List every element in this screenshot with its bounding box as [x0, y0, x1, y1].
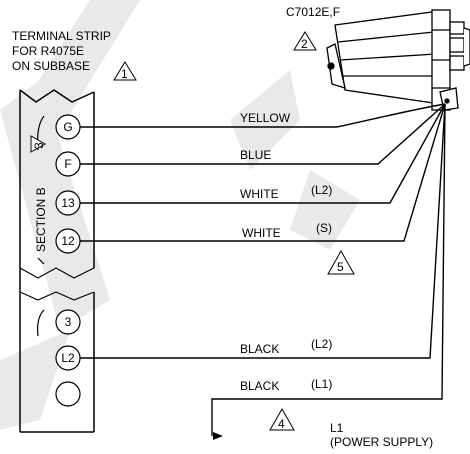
wire-blue-label: BLUE — [240, 148, 271, 162]
watermark — [0, 0, 360, 430]
wire-white-s — [80, 103, 446, 242]
note-4-triangle: 4 — [269, 407, 295, 431]
note-2-triangle: 2 — [293, 31, 317, 51]
note-1-triangle: 1 — [113, 61, 137, 81]
note-3-triangle: 3 — [30, 135, 47, 153]
svg-text:SECTION B: SECTION B — [34, 187, 48, 252]
wire-yellow — [80, 103, 446, 128]
svg-text:2: 2 — [301, 37, 308, 51]
svg-text:G: G — [63, 120, 72, 134]
power-arrow-head — [213, 432, 223, 440]
device-label: C7012E,F — [286, 5, 340, 19]
terminal-g: G — [55, 114, 81, 140]
strip-title-line-2: FOR R4075E — [12, 44, 84, 58]
power-label-line-1: L1 — [330, 421, 344, 435]
wire-white-s-label: WHITE — [242, 226, 281, 240]
terminal-13: 13 — [55, 190, 81, 216]
svg-text:1: 1 — [121, 67, 128, 81]
section-label: SECTION B — [34, 187, 48, 252]
terminal-f: F — [55, 151, 81, 177]
svg-text:3: 3 — [32, 142, 46, 149]
wire-black-l2 — [80, 103, 446, 359]
terminal-l2: L2 — [55, 345, 81, 371]
wire-black-l1-tag: (L1) — [311, 377, 332, 391]
note-5-triangle: 5 — [327, 249, 355, 275]
wire-white-s-tag: (S) — [316, 221, 332, 235]
wire-blue — [80, 103, 446, 165]
svg-text:F: F — [64, 157, 71, 171]
svg-text:L2: L2 — [61, 351, 75, 365]
wire-black-l1-label: BLACK — [240, 379, 279, 393]
terminal-3: 3 — [55, 309, 81, 335]
svg-text:5: 5 — [337, 260, 344, 274]
svg-text:4: 4 — [278, 417, 285, 431]
wire-white-l2-label: WHITE — [240, 187, 279, 201]
wire-yellow-label: YELLOW — [240, 111, 291, 125]
terminal-blank — [55, 381, 81, 407]
device-body — [326, 9, 470, 111]
terminal-12: 12 — [55, 228, 81, 254]
wires — [80, 103, 446, 436]
strip-title: TERMINAL STRIP FOR R4075E ON SUBBASE — [12, 29, 111, 73]
svg-text:13: 13 — [61, 196, 75, 210]
svg-text:12: 12 — [61, 234, 75, 248]
wire-black-l1 — [211, 103, 446, 436]
wire-black-l2-label: BLACK — [240, 342, 279, 356]
strip-title-line-1: TERMINAL STRIP — [12, 29, 111, 43]
wire-white-l2 — [80, 103, 446, 204]
power-label-line-2: (POWER SUPPLY) — [330, 435, 433, 449]
wire-white-l2-tag: (L2) — [311, 183, 332, 197]
wire-black-l2-tag: (L2) — [311, 337, 332, 351]
svg-text:3: 3 — [65, 315, 72, 329]
terminal-strip — [19, 89, 95, 433]
strip-title-line-3: ON SUBBASE — [12, 59, 90, 73]
